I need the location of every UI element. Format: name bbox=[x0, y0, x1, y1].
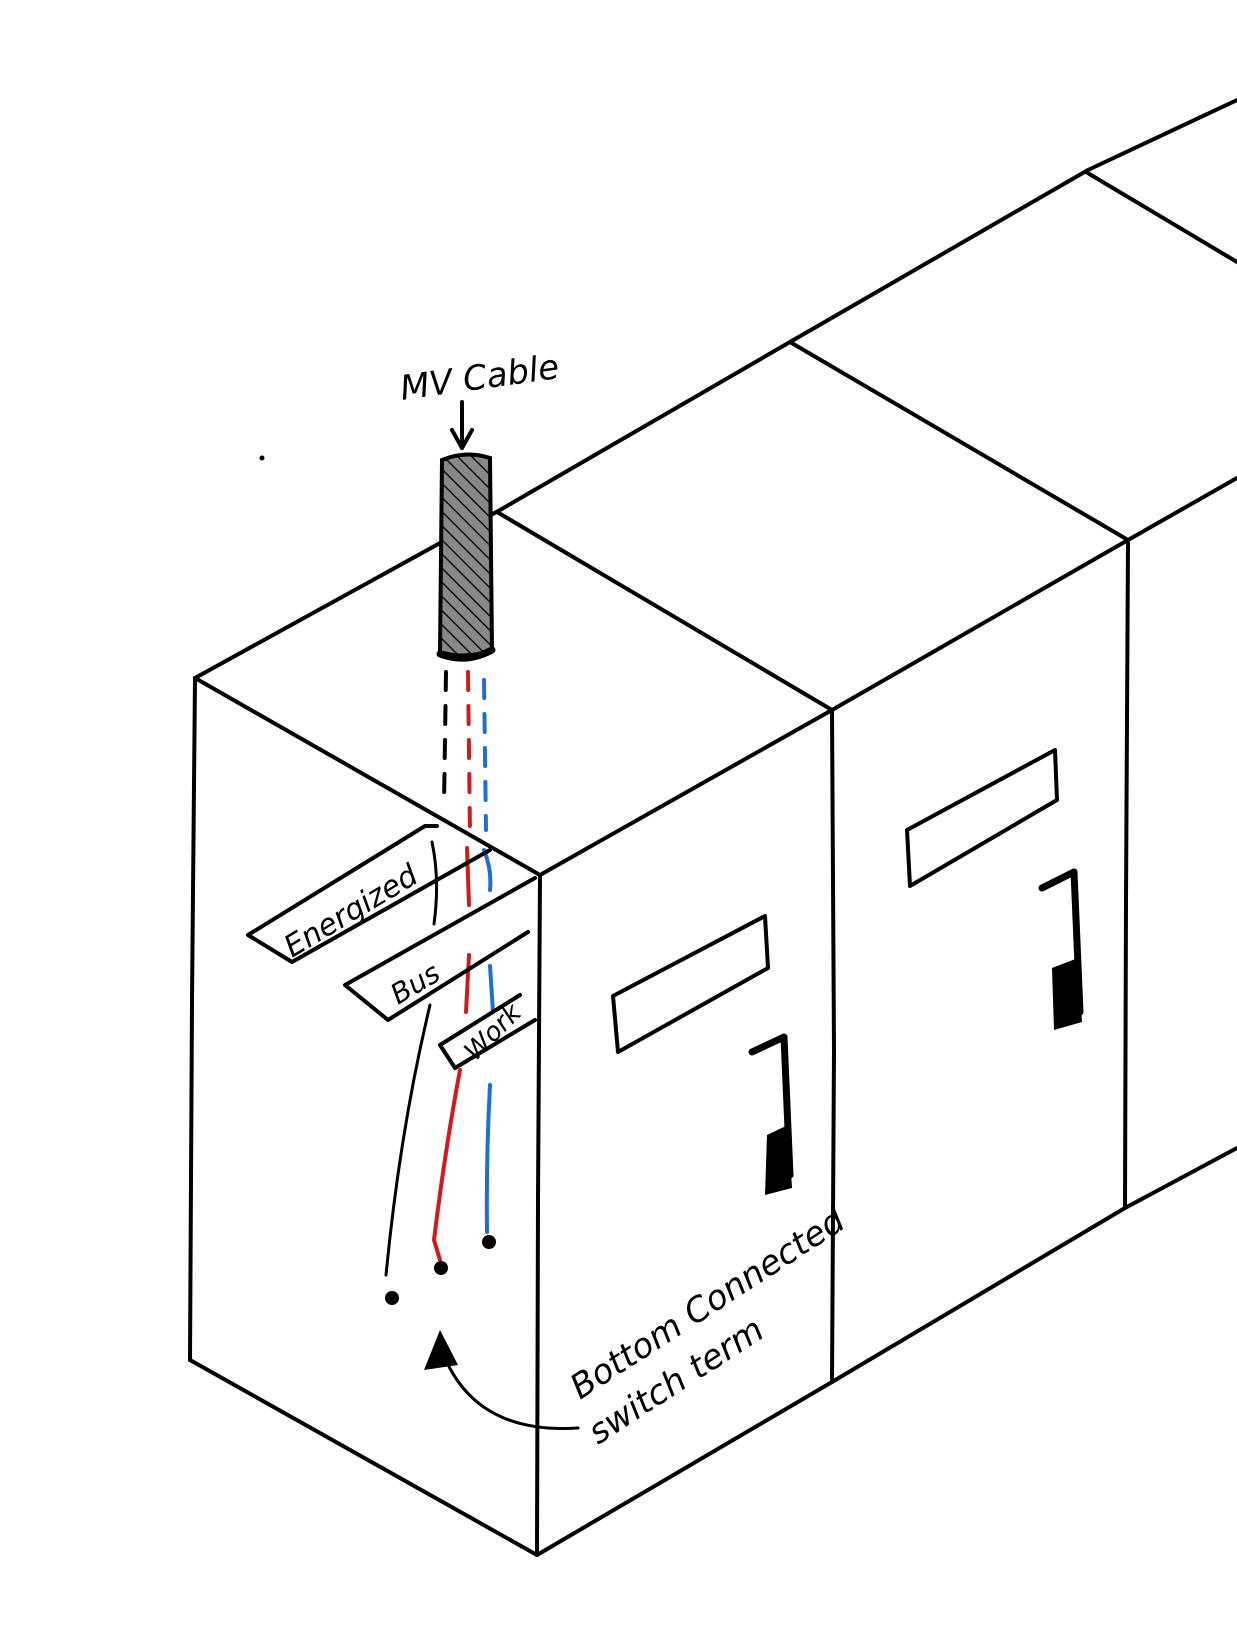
mv-cable-label: MV Cable bbox=[398, 347, 562, 409]
cabinet-1-latch bbox=[765, 1125, 792, 1195]
tag-bus-label: Bus bbox=[385, 956, 446, 1011]
stray-dot bbox=[259, 455, 265, 461]
cabinet-1-window bbox=[611, 914, 770, 1054]
cabinet-2-window bbox=[905, 748, 1059, 888]
cabinet-1-door bbox=[611, 914, 794, 1195]
conductors-hidden bbox=[442, 670, 488, 837]
top-back-edge bbox=[193, 98, 1237, 680]
terminal-blue bbox=[482, 1235, 496, 1249]
tag-energized-outline bbox=[246, 824, 492, 964]
conductor-black-hidden bbox=[442, 670, 448, 807]
mv-cable-end-cap bbox=[436, 646, 496, 662]
mv-cable-body bbox=[437, 452, 495, 658]
top-front-edge bbox=[538, 476, 1237, 877]
conductor-red-mid bbox=[464, 953, 471, 1014]
front-corner-edge bbox=[535, 873, 542, 1557]
tag-energized: Energized bbox=[246, 824, 492, 965]
annotation-arrowhead-icon bbox=[424, 1330, 458, 1370]
top-divider-2 bbox=[788, 340, 1130, 542]
bottom-front-edge bbox=[535, 1146, 1237, 1557]
mv-cable: MV Cable bbox=[398, 347, 562, 662]
tag-work: Work bbox=[438, 993, 537, 1070]
tag-work-outline bbox=[438, 993, 537, 1070]
left-face-bottom-edge bbox=[188, 1358, 539, 1557]
conductor-red-lower bbox=[432, 1068, 462, 1262]
cabinet-2-latch bbox=[1052, 958, 1082, 1030]
conductor-red-upper bbox=[465, 846, 471, 907]
conductor-red-hidden bbox=[466, 670, 472, 837]
switchgear-lineup bbox=[188, 98, 1237, 1557]
terminal-black bbox=[385, 1291, 399, 1305]
front-divider-2 bbox=[1123, 538, 1130, 1210]
conductors bbox=[384, 840, 496, 1305]
top-divider-3 bbox=[1084, 170, 1237, 264]
conductor-blue-upper bbox=[482, 848, 493, 892]
front-divider-1 bbox=[830, 708, 836, 1384]
cable-arrow-icon bbox=[450, 400, 474, 450]
conductor-blue-lower bbox=[484, 1083, 492, 1234]
left-face-left-edge bbox=[188, 676, 197, 1362]
conductor-black-lower bbox=[384, 1003, 432, 1277]
left-face-top-edge bbox=[193, 676, 542, 877]
cabinet-2-door bbox=[905, 748, 1084, 1030]
terminal-red bbox=[434, 1261, 448, 1275]
conductor-blue-hidden bbox=[482, 678, 488, 832]
conductor-blue-mid bbox=[488, 964, 495, 1014]
tag-bus-outline bbox=[343, 876, 537, 1022]
annotation-arrow bbox=[438, 1343, 580, 1431]
top-divider-1 bbox=[495, 510, 834, 712]
